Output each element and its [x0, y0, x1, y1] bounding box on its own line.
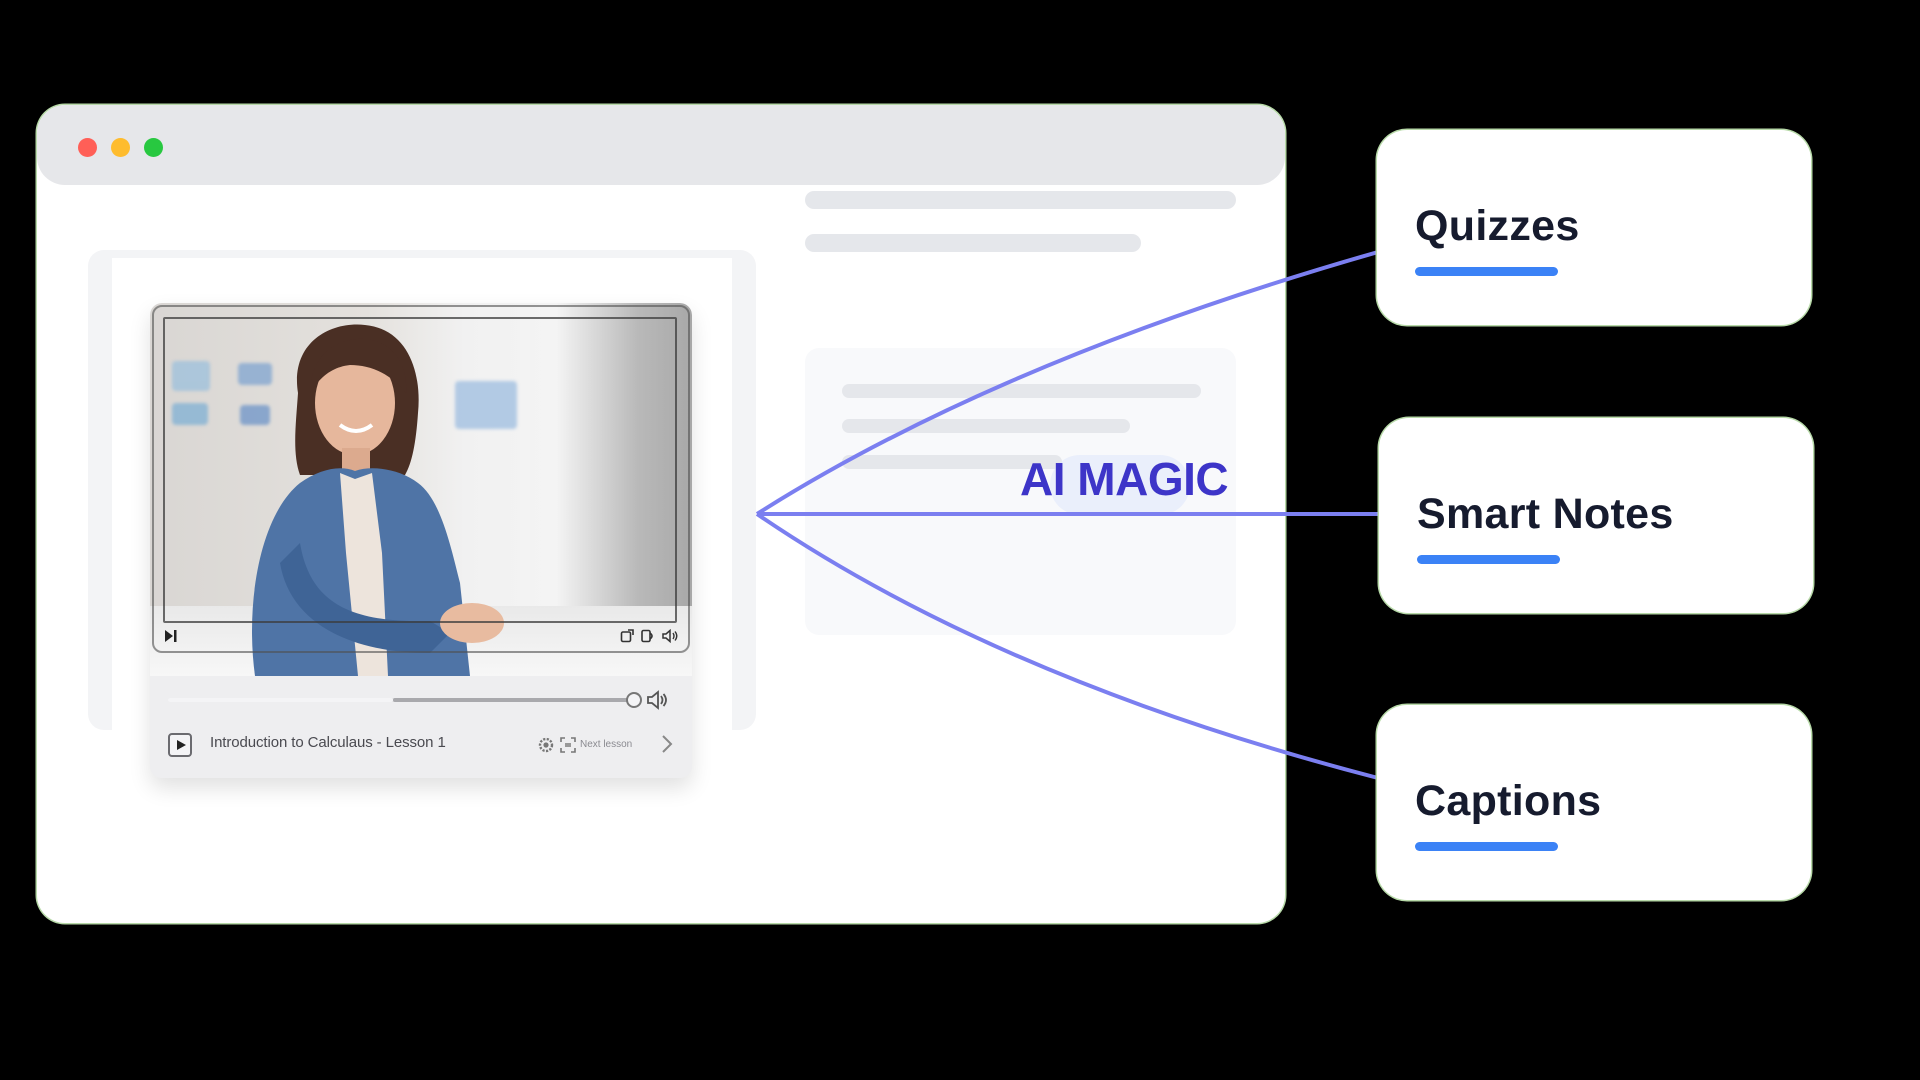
feature-underline — [1415, 842, 1558, 851]
wall-art — [238, 363, 272, 385]
feature-title: Quizzes — [1415, 202, 1580, 250]
wall-art — [172, 361, 210, 391]
feature-card-quizzes[interactable]: Quizzes — [1377, 130, 1811, 325]
ai-magic-label: AI MAGIC — [1020, 453, 1229, 505]
lesson-title: Introduction to Calculaus - Lesson 1 — [210, 734, 446, 751]
volume-icon[interactable] — [646, 690, 668, 710]
play-button[interactable] — [168, 733, 192, 757]
progress-slider[interactable] — [168, 692, 642, 708]
captions-icon[interactable] — [560, 737, 576, 753]
share-icon[interactable] — [620, 629, 634, 643]
progress-handle[interactable] — [626, 692, 642, 708]
instructor-image — [252, 324, 504, 676]
maximize-window-button[interactable] — [144, 138, 163, 157]
video-player: Introduction to Calculaus - Lesson 1 Nex… — [150, 303, 692, 778]
browser-window: Introduction to Calculaus - Lesson 1 Nex… — [37, 105, 1285, 923]
skeleton-line — [842, 419, 1130, 433]
chevron-right-icon[interactable] — [661, 734, 673, 754]
pip-icon[interactable] — [641, 629, 655, 643]
wall-art — [240, 405, 270, 425]
feature-title: Captions — [1415, 777, 1602, 825]
feature-underline — [1415, 267, 1558, 276]
close-window-button[interactable] — [78, 138, 97, 157]
volume-icon[interactable] — [662, 629, 678, 643]
wall-art — [172, 403, 208, 425]
feature-card-captions[interactable]: Captions — [1377, 705, 1811, 900]
feature-title: Smart Notes — [1417, 490, 1674, 538]
gear-icon[interactable] — [538, 737, 554, 753]
feature-card-smart-notes[interactable]: Smart Notes — [1379, 418, 1813, 613]
skeleton-line — [842, 384, 1201, 398]
minimize-window-button[interactable] — [111, 138, 130, 157]
window-titlebar — [37, 105, 1285, 185]
skeleton-line — [805, 191, 1236, 209]
skeleton-line — [805, 234, 1141, 252]
feature-underline — [1417, 555, 1560, 564]
skip-next-icon[interactable] — [164, 629, 178, 643]
video-frame[interactable] — [150, 303, 692, 676]
player-controls: Introduction to Calculaus - Lesson 1 Nex… — [150, 676, 692, 778]
next-lesson-link[interactable]: Next lesson — [580, 739, 633, 750]
wall-art — [455, 381, 517, 429]
